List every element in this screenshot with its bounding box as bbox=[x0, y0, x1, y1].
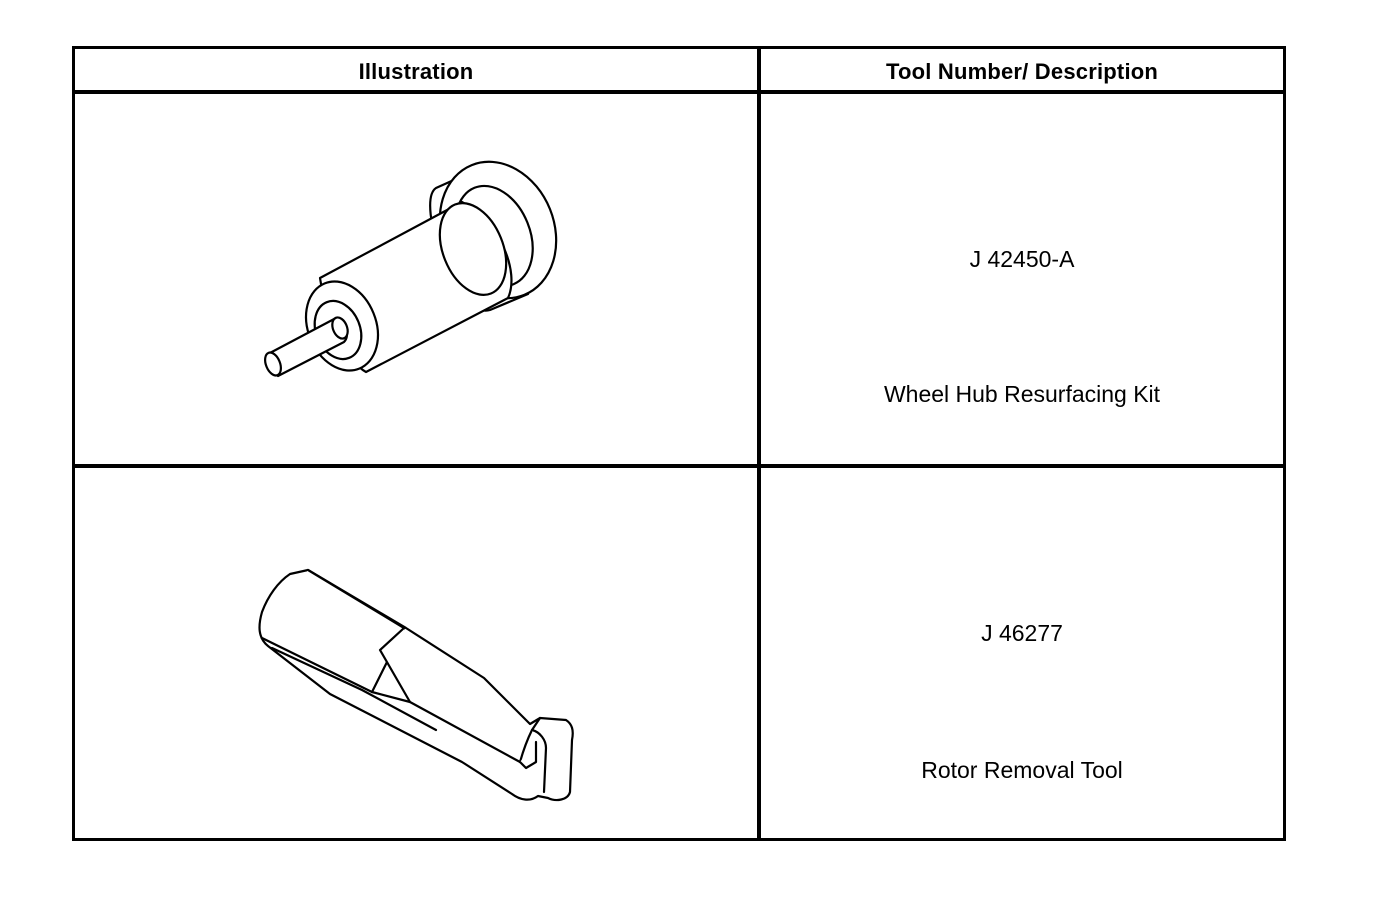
tool-description-cell: J 46277 Rotor Removal Tool bbox=[761, 468, 1283, 838]
rotor-removal-tool-icon bbox=[258, 568, 574, 802]
header-cell-tool: Tool Number/ Description bbox=[761, 49, 1283, 90]
header-cell-illustration: Illustration bbox=[75, 49, 761, 90]
header-tool-number-description: Tool Number/ Description bbox=[885, 59, 1159, 84]
tool-number: J 42450-A bbox=[969, 246, 1075, 272]
illustration-cell bbox=[75, 94, 761, 464]
table-row: J 46277 Rotor Removal Tool bbox=[75, 468, 1283, 838]
table-row: J 42450-A Wheel Hub Resurfacing Kit bbox=[75, 94, 1283, 468]
header-illustration: Illustration bbox=[358, 59, 474, 84]
tool-number: J 46277 bbox=[981, 620, 1063, 646]
tool-description: Wheel Hub Resurfacing Kit bbox=[883, 381, 1161, 407]
wheel-hub-resurfacing-kit-icon bbox=[264, 160, 558, 378]
illustration-cell bbox=[75, 468, 761, 838]
tool-description: Rotor Removal Tool bbox=[921, 757, 1123, 783]
table-header-row: Illustration Tool Number/ Description bbox=[75, 49, 1283, 94]
tool-table: Illustration Tool Number/ Description bbox=[72, 46, 1286, 841]
tool-description-cell: J 42450-A Wheel Hub Resurfacing Kit bbox=[761, 94, 1283, 464]
